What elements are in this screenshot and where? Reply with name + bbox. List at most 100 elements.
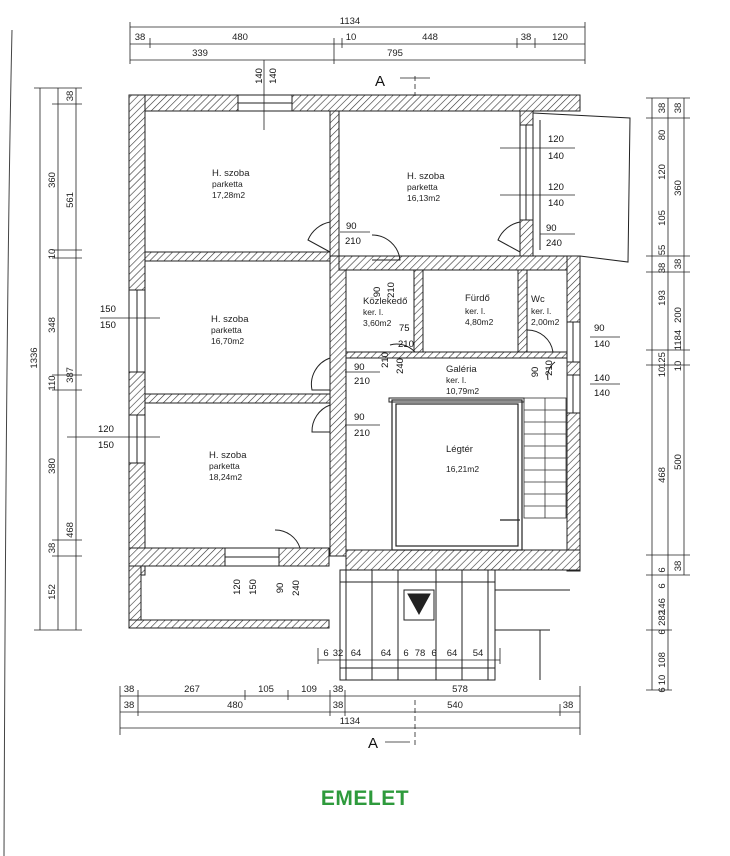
section-mark-bottom: A [368,735,378,752]
dim-right: 105 [657,210,668,226]
dim-top: 448 [422,32,438,43]
opening-label: 90 [346,221,357,232]
dim-right: 80 [657,130,668,141]
room-name: H. szoba [407,171,445,182]
opening-label: 150 [100,304,116,315]
room-area: 16,13m2 [407,193,440,203]
dim-right: 108 [657,652,668,668]
opening-label: 240 [546,238,562,249]
opening-label: 90 [354,362,365,373]
room-floor: ker. l. [531,306,551,316]
dim-bottom-small: 6 [431,648,436,659]
dim-bottom: 540 [447,700,463,711]
balcony [532,112,631,263]
room-floor: parketta [209,461,240,471]
dim-right: 6 [657,687,668,692]
opening-label: 150 [98,440,114,451]
dim-bottom: 267 [184,684,200,695]
room-gallery: Galéria ker. l. 10,79m2 [446,364,479,396]
opening-label: 120 [98,424,114,435]
dim-right: 125 [657,352,668,368]
opening-label: 90 [275,583,286,594]
room-bedroom-2: H. szoba parketta 16,13m2 [407,171,445,203]
dim-right: 6 [657,629,668,634]
dim-right: 38 [673,103,684,114]
dim-left: 387 [65,367,76,383]
dim-bottom: 109 [301,684,317,695]
room-area: 16,21m2 [446,464,479,474]
opening-label: 240 [291,580,302,596]
pergola [339,569,570,681]
dim-right: 38 [657,263,668,274]
opening-label: 140 [548,198,564,209]
room-name: H. szoba [209,450,247,461]
opening-label: 140 [254,68,265,84]
dim-right: 10 [657,367,668,378]
dim-right: 146 [657,598,668,614]
opening-label: 240 [395,358,406,374]
dim-left: 468 [65,522,76,538]
room-area: 18,24m2 [209,472,242,482]
dim-left: 152 [47,584,58,600]
dim-bottom-small: 54 [473,648,484,659]
dim-right: 10 [657,675,668,686]
dim-right: 500 [673,454,684,470]
dim-top: 339 [192,48,208,59]
room-name: Légtér [446,444,473,455]
dim-bottom-small: 64 [351,648,362,659]
dim-bottom: 38 [333,700,344,711]
dim-bottom-small: 32 [333,648,344,659]
room-floor: ker. l. [465,306,485,316]
room-void: Légtér 16,21m2 [446,444,479,474]
room-name: H. szoba [212,168,250,179]
dim-bottom-small: 6 [323,648,328,659]
dim-right: 193 [657,290,668,306]
room-floor: ker. l. [363,307,383,317]
room-bedroom-1: H. szoba parketta 17,28m2 [212,168,250,200]
dim-bottom: 105 [258,684,274,695]
opening-label: 140 [268,68,279,84]
dim-right: 6 [657,567,668,572]
opening-label: 210 [398,339,414,350]
dim-left: 348 [47,317,58,333]
dim-bottom-small: 78 [415,648,426,659]
dim-left: 10 [47,249,58,260]
dim-right: 200 [673,307,684,323]
dimension-lines [34,22,690,746]
opening-label: 90 [546,223,557,234]
dim-left-total: 1336 [29,347,40,368]
room-name: H. szoba [211,314,249,325]
windows [128,94,581,567]
dim-top: 38 [135,32,146,43]
dim-right-total: 1184 [673,330,684,350]
dim-bottom: 38 [124,684,135,695]
room-wc: Wc ker. l. 2,00m2 [531,294,560,327]
section-mark-top: A [375,73,385,90]
dim-top: 795 [387,48,403,59]
opening-label: 140 [548,151,564,162]
page-edge [3,29,13,856]
room-name: Galéria [446,364,477,375]
dim-left: 360 [47,172,58,188]
opening-labels [67,60,620,438]
opening-label: 120 [548,182,564,193]
dim-left: 110 [47,375,58,390]
opening-label: 140 [594,339,610,350]
dim-right: 55 [657,245,668,256]
dim-bottom: 38 [563,700,574,711]
opening-label: 150 [248,579,259,595]
room-area: 4,80m2 [465,317,494,327]
room-floor: parketta [211,325,242,335]
door-swings [274,221,556,549]
dim-right: 38 [657,103,668,114]
dim-top: 120 [552,32,568,43]
opening-label: 90 [530,367,541,378]
dim-right: 38 [673,259,684,270]
dim-right: 38 [673,561,684,572]
room-name: Közlekedő [363,296,407,307]
opening-label: 210 [386,282,397,298]
opening-label: 140 [594,388,610,399]
room-area: 3,60m2 [363,318,392,328]
room-name: Wc [531,294,545,305]
